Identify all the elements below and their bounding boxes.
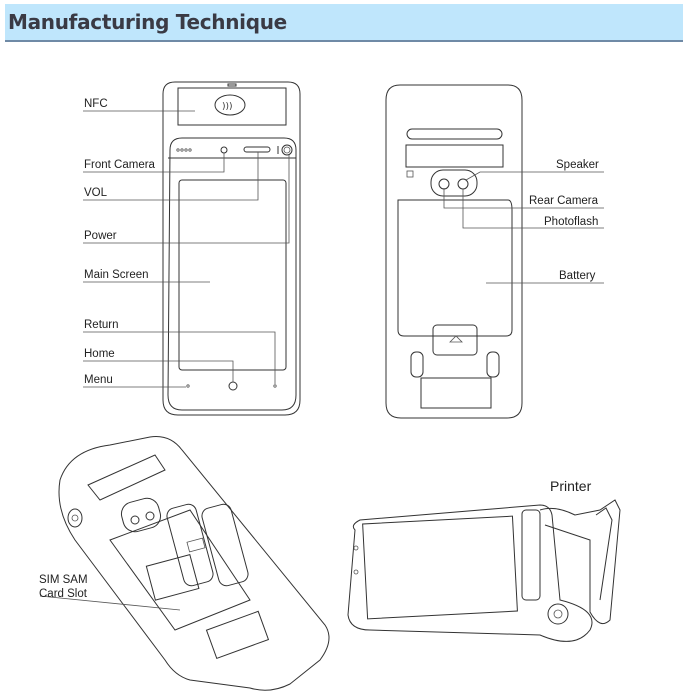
label-printer: Printer — [550, 478, 592, 494]
speaker-grille — [406, 128, 503, 140]
label-return: Return — [84, 319, 119, 331]
label-main-screen: Main Screen — [84, 269, 149, 281]
label-card-slot: Card Slot — [39, 588, 88, 600]
label-menu: Menu — [84, 374, 113, 386]
label-front-camera: Front Camera — [84, 159, 156, 171]
side-screen — [362, 515, 518, 620]
section-header: Manufacturing Technique — [5, 4, 683, 42]
label-speaker: Speaker — [556, 159, 599, 171]
label-power: Power — [84, 230, 117, 242]
photoflash-icon — [457, 178, 469, 190]
front-camera-icon — [220, 146, 228, 154]
main-screen — [178, 179, 287, 371]
nfc-icon — [214, 94, 246, 116]
section-title: Manufacturing Technique — [8, 10, 287, 34]
label-vol: VOL — [84, 187, 108, 199]
label-photoflash: Photoflash — [544, 216, 598, 228]
label-sim-sam: SIM SAM — [39, 574, 88, 586]
battery-cover — [397, 199, 513, 337]
printer-side-diagram: Printer — [347, 478, 621, 642]
power-button-icon — [281, 144, 293, 156]
label-nfc: NFC — [84, 98, 108, 110]
open-back-diagram: SIM SAM Card Slot — [39, 436, 330, 691]
front-view-diagram: ))) NFC Front Camera VOL Power Main Scre… — [83, 81, 301, 416]
home-button-icon — [228, 381, 238, 391]
rear-camera-icon — [438, 178, 450, 190]
label-rear-camera: Rear Camera — [529, 195, 599, 207]
svg-text:))): ))) — [222, 102, 233, 112]
label-battery: Battery — [559, 270, 596, 282]
label-home: Home — [84, 348, 115, 360]
back-view-diagram: Speaker Rear Camera Photoflash Battery — [385, 84, 604, 419]
